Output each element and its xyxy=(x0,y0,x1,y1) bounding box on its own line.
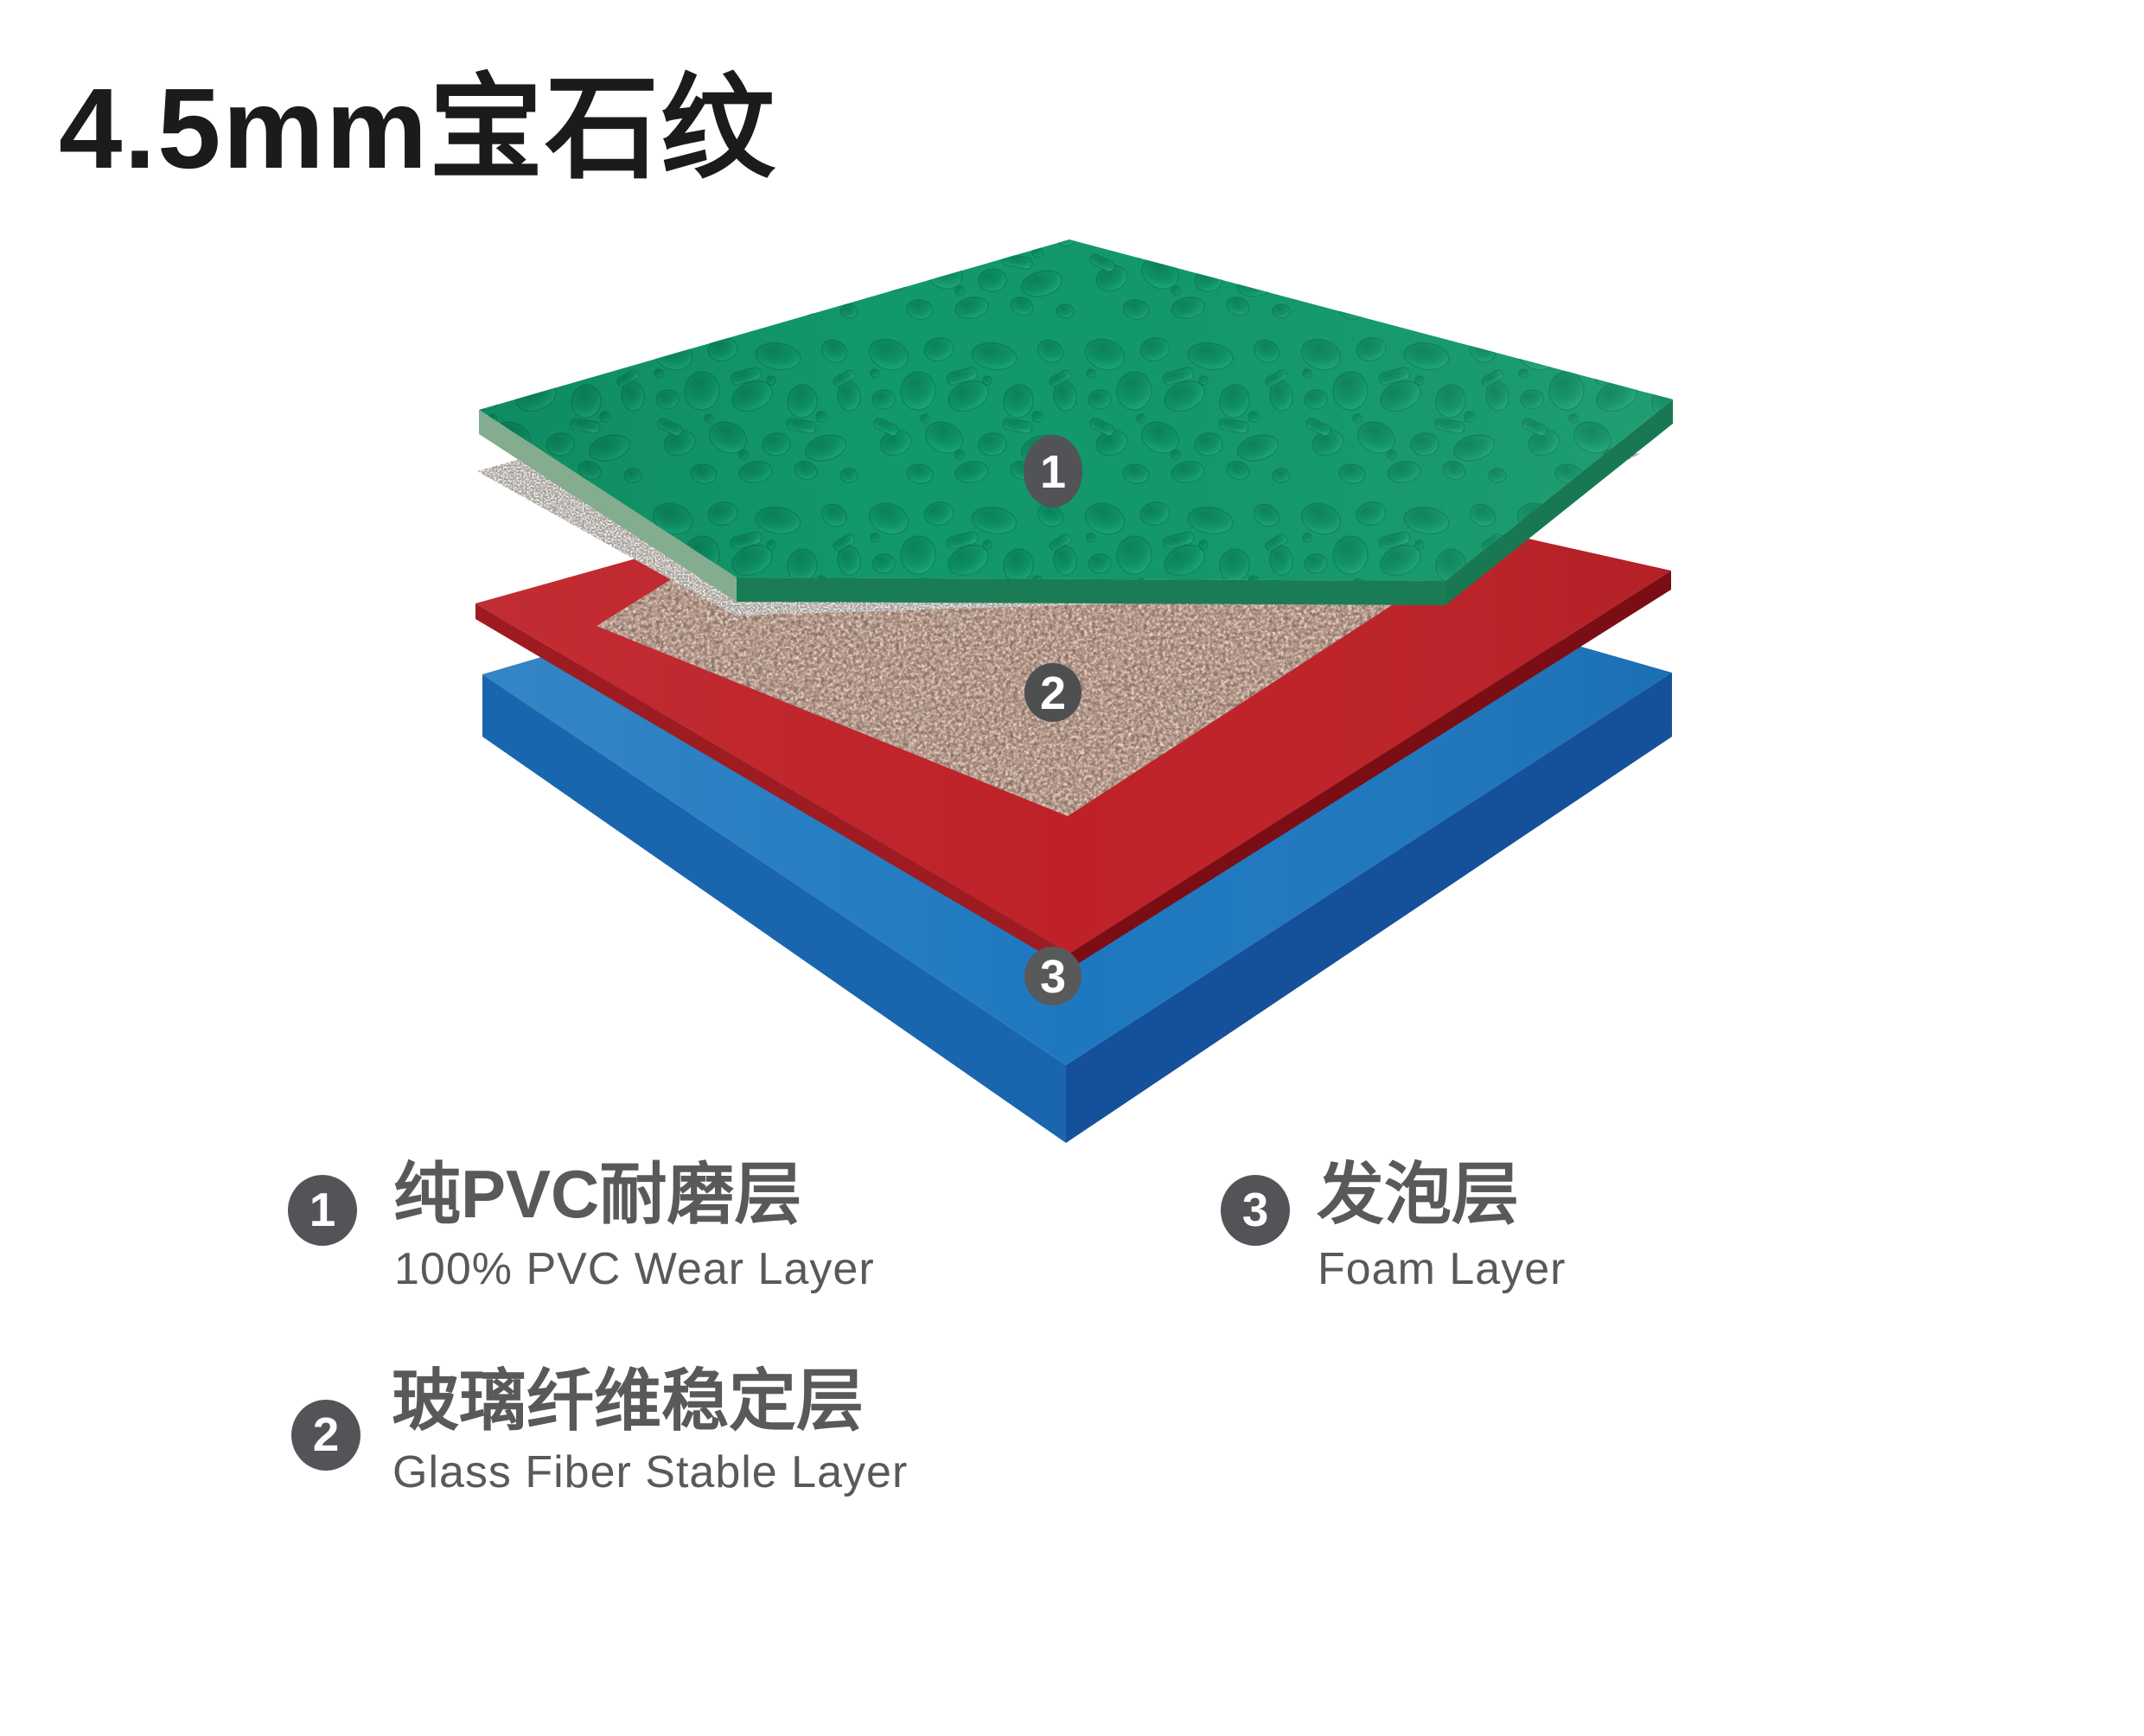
green-layer-right-face xyxy=(1445,399,1673,605)
legend-badge-2-number: 2 xyxy=(312,1407,340,1461)
legend-badge-3: 3 xyxy=(1221,1175,1290,1246)
foam-layer-left-face xyxy=(482,674,1066,1143)
legend-item-2-zh: 玻璃纤维稳定层 xyxy=(392,1363,865,1439)
pvc-wear-layer xyxy=(479,239,1673,605)
legend-item-3-zh: 发泡层 xyxy=(1317,1156,1520,1232)
legend-item-2-en: Glass Fiber Stable Layer xyxy=(392,1447,909,1497)
marker-1: 1 xyxy=(1024,435,1082,507)
page-title: 4.5mm宝石纹 xyxy=(59,65,777,192)
svg-text:2: 2 xyxy=(1040,667,1066,719)
red-layer-left-face xyxy=(475,603,1069,969)
legend-badge-1: 1 xyxy=(288,1175,357,1246)
red-layer-right-face xyxy=(1069,571,1671,969)
legend-item-1-zh: 纯PVC耐磨层 xyxy=(393,1156,802,1232)
legend-item-1-en: 100% PVC Wear Layer xyxy=(394,1244,875,1294)
legend-badge-3-number: 3 xyxy=(1241,1183,1269,1236)
marker-3: 3 xyxy=(1024,947,1082,1005)
green-layer-front-face xyxy=(737,578,1445,605)
svg-text:1: 1 xyxy=(1040,446,1066,498)
svg-text:3: 3 xyxy=(1040,951,1066,1003)
green-layer-left-face xyxy=(479,410,737,602)
marker-2: 2 xyxy=(1024,663,1082,722)
legend-badge-2: 2 xyxy=(291,1400,361,1471)
legend-item-3-en: Foam Layer xyxy=(1318,1244,1567,1294)
legend-badge-1-number: 1 xyxy=(309,1183,336,1236)
foam-layer-right-face xyxy=(1066,673,1672,1143)
diagram-markers: 1 2 3 xyxy=(1024,435,1082,1005)
